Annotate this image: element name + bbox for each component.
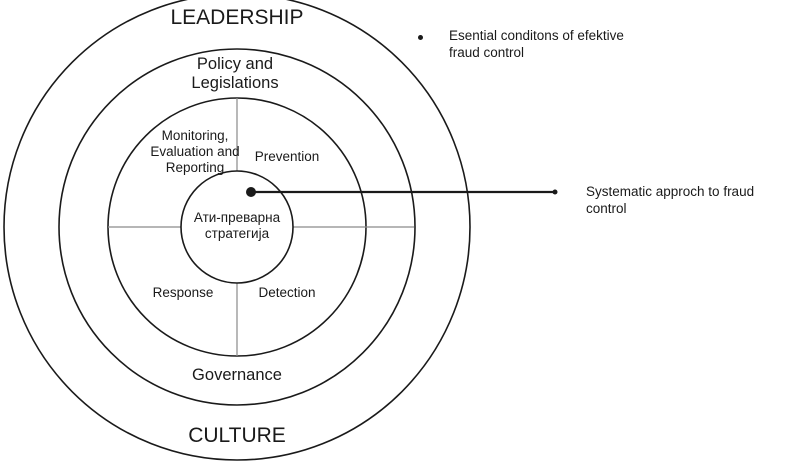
response-label: Response xyxy=(152,285,214,300)
essential-conditions-note: Esential conditons of efektive fraud con… xyxy=(449,28,624,60)
leadership-label: LEADERSHIP xyxy=(170,6,304,29)
bullet-icon xyxy=(418,35,423,40)
culture-label: CULTURE xyxy=(188,424,286,447)
pointer-end-dot xyxy=(552,189,558,195)
outer-ring xyxy=(3,0,471,461)
center-strategy-label: Ати-преварна стратегија xyxy=(193,210,281,241)
center-circle xyxy=(180,170,294,284)
pointer-start-dot xyxy=(246,187,256,197)
systematic-approach-note: Systematic approch to fraud control xyxy=(586,184,755,216)
second-ring xyxy=(58,48,416,406)
governance-label: Governance xyxy=(192,366,282,384)
policy-label: Policy and Legislations xyxy=(191,55,279,93)
monitoring-label: Monitoring, Evaluation and Reporting xyxy=(150,128,240,175)
prevention-label: Prevention xyxy=(254,149,320,164)
detection-label: Detection xyxy=(258,285,316,300)
